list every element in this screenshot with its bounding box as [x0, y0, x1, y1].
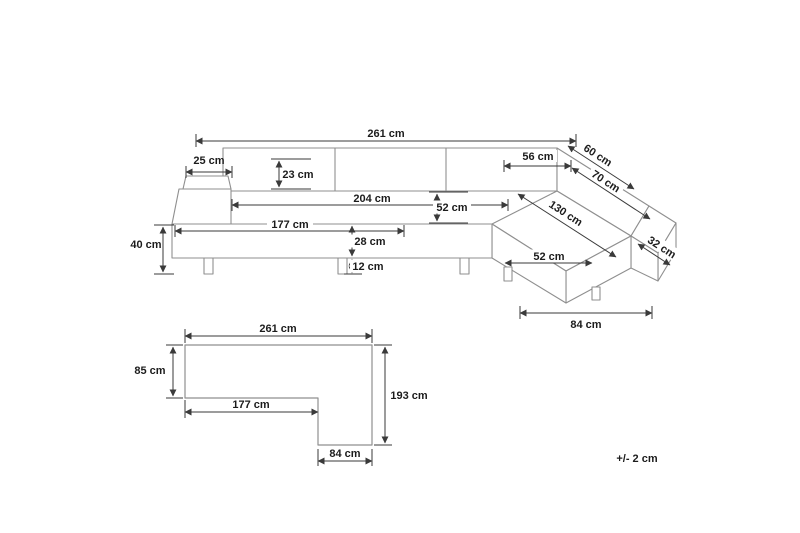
dim-base-height: 28 cm [348, 225, 389, 257]
sofa-base-front [171, 223, 493, 259]
dim-label-overall-width: 261 cm [367, 128, 405, 140]
dim-overall-width: 261 cm [195, 128, 577, 147]
dim-headrest-width: 25 cm [185, 155, 233, 178]
plan-dim-inner-width: 177 cm [184, 399, 319, 418]
dim-label-corner-section-width: 56 cm [522, 151, 553, 163]
dim-chaise-seat-width: 52 cm [504, 249, 593, 267]
sofa-leg [203, 257, 214, 275]
dim-label-seat-front-width: 177 cm [271, 219, 309, 231]
sofa-plan-view [184, 344, 373, 446]
backrest-cushions [222, 147, 558, 192]
dim-corner-section-width: 56 cm [503, 150, 572, 172]
left-headrest [182, 175, 232, 190]
dim-label-chaise-seat-width: 52 cm [533, 251, 564, 263]
dim-label-seat-area-width: 204 cm [353, 193, 391, 205]
sofa-leg [337, 257, 348, 275]
plan-dim-overall-width: 261 cm [184, 323, 373, 343]
plan-dim-body-depth: 85 cm [134, 344, 183, 399]
dim-label-backrest-cushion-height: 23 cm [282, 169, 313, 181]
plan-dimensions: 261 cm 85 cm 177 cm 193 cm 84 cm [134, 323, 428, 466]
dim-seat-height: 40 cm [130, 224, 174, 275]
dim-seat-depth: 52 cm [429, 191, 471, 224]
plan-label-overall-depth: 193 cm [390, 390, 428, 402]
dim-label-headrest-width: 25 cm [193, 155, 224, 167]
dim-leg-height: 12 cm [344, 258, 386, 275]
plan-label-overall-width: 261 cm [259, 323, 297, 335]
plan-label-inner-width: 177 cm [232, 399, 270, 411]
dim-label-chaise-outer-width: 84 cm [570, 319, 601, 331]
plan-label-chaise-width: 84 cm [329, 448, 360, 460]
dim-label-leg-height: 12 cm [352, 261, 383, 273]
left-armrest [171, 188, 232, 225]
plan-outline [184, 344, 373, 446]
sofa-leg [591, 286, 601, 301]
dim-label-seat-depth: 52 cm [436, 202, 467, 214]
dim-backrest-cushion-height: 23 cm [271, 158, 315, 190]
sofa-leg [459, 257, 470, 275]
plan-dim-overall-depth: 193 cm [374, 344, 428, 446]
dim-chaise-outer-width: 84 cm [519, 306, 653, 331]
plan-label-body-depth: 85 cm [134, 365, 165, 377]
sofa-leg [503, 266, 513, 282]
plan-dim-chaise-width: 84 cm [317, 448, 373, 466]
dim-label-base-height: 28 cm [354, 236, 385, 248]
dim-label-seat-height: 40 cm [130, 239, 161, 251]
dim-seat-area-width: 204 cm [231, 191, 509, 211]
dim-seat-front-width: 177 cm [174, 217, 405, 237]
tolerance-note: +/- 2 cm [616, 453, 657, 465]
